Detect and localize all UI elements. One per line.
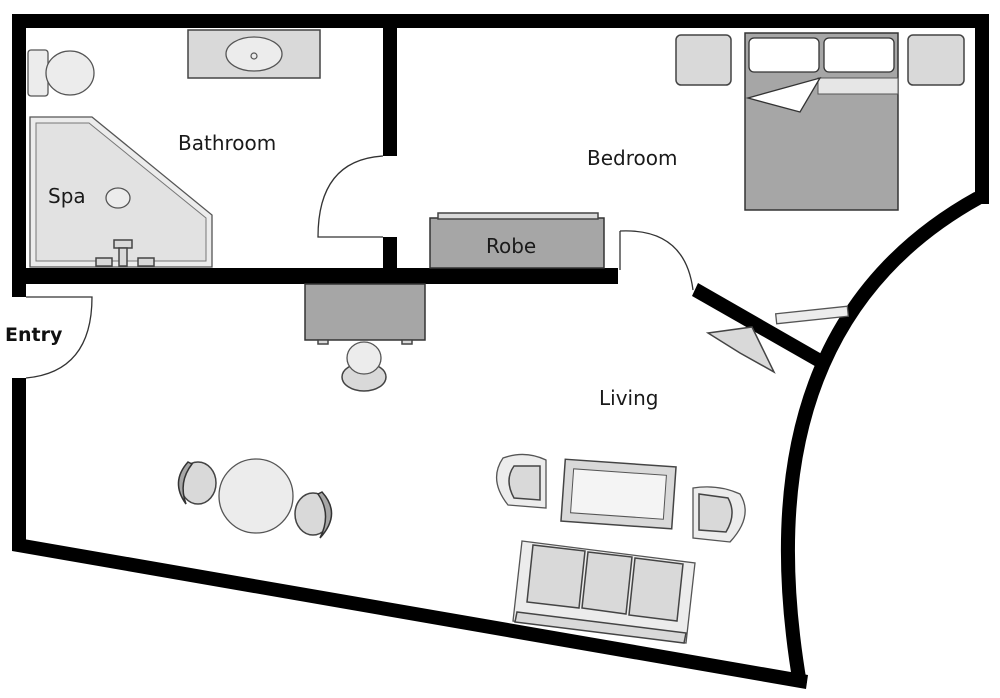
toilet-bowl — [45, 50, 95, 96]
room-label-bedroom: Bedroom — [587, 146, 677, 170]
room-label-entry: Entry — [5, 324, 63, 346]
wall-bath-divider-upper — [383, 14, 397, 156]
wall-top — [12, 14, 989, 28]
bathroom-door-arc — [317, 155, 384, 238]
toilet-cistern — [27, 49, 49, 97]
coffee-table-glass — [570, 468, 667, 520]
living-furniture — [177, 283, 850, 644]
room-label-spa: Spa — [48, 184, 86, 208]
bathroom-fixtures — [27, 29, 321, 268]
basin-drain — [250, 52, 258, 60]
sheet-corner — [745, 76, 822, 113]
desk-foot-right — [401, 339, 413, 345]
sheet-fold — [817, 77, 899, 95]
spa-tap-left — [95, 257, 113, 267]
spa-drain — [105, 187, 131, 209]
room-label-living: Living — [599, 386, 658, 410]
entry-door-arc — [25, 296, 93, 379]
dining-chair-right-back — [316, 491, 333, 539]
room-label-robe: Robe — [486, 234, 536, 258]
robe-top-strip — [437, 212, 599, 220]
tv-bracket-left — [705, 326, 776, 374]
bedside-table-right — [907, 34, 965, 86]
armchair-left-seat — [508, 465, 541, 501]
sofa-back — [514, 611, 687, 644]
sofa-cushion-2 — [581, 551, 633, 615]
spa-tap-right — [137, 257, 155, 267]
dining-table — [218, 458, 294, 534]
bedroom-furniture — [429, 32, 965, 269]
sofa-cushion-1 — [526, 544, 586, 609]
dining-chair-left-back — [177, 461, 194, 505]
wall-bottom-diagonal — [12, 537, 808, 689]
desk-foot-left — [317, 339, 329, 345]
wall-bedroom-diagonal — [692, 283, 827, 369]
spa-tap-center — [118, 247, 128, 267]
desk — [304, 283, 426, 341]
doors — [25, 155, 694, 379]
bedroom-door-arc — [619, 230, 694, 291]
pillow-right — [823, 37, 895, 73]
wall-right-upper — [975, 14, 989, 204]
desk-chair-seat — [346, 341, 382, 375]
tv-unit-right — [774, 305, 850, 325]
wall-bath-bottom — [12, 268, 618, 284]
pillow-left — [748, 37, 820, 73]
wall-left-upper — [12, 14, 26, 297]
spa-spout — [113, 239, 133, 249]
wall-curved — [780, 191, 982, 686]
bedside-table-left — [675, 34, 732, 86]
wall-left-lower — [12, 378, 26, 550]
sofa-cushion-3 — [628, 557, 684, 622]
robe — [429, 217, 605, 269]
walls — [12, 14, 989, 689]
armchair-right-seat — [698, 493, 733, 533]
basin — [225, 36, 283, 72]
room-label-bathroom: Bathroom — [178, 131, 276, 155]
